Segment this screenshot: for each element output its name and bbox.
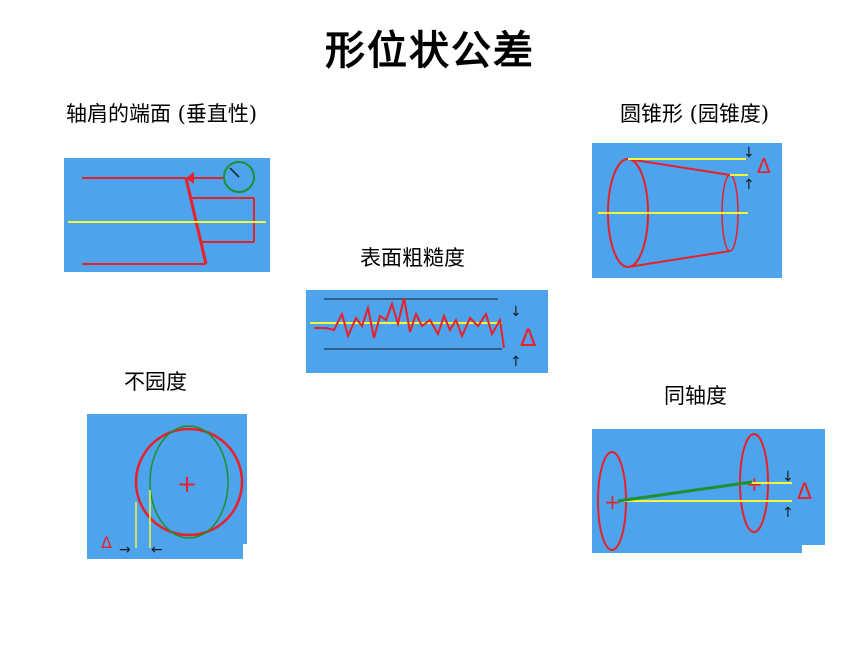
coaxiality-diagram: + + ↓ ↑ Δ bbox=[592, 429, 825, 553]
arrow-down-icon: ↓ bbox=[743, 145, 755, 161]
arrow-down-icon: ↓ bbox=[782, 469, 794, 485]
plus-icon: + bbox=[177, 470, 197, 498]
cone-diagram: ↓ ↑ Δ bbox=[592, 143, 782, 278]
plus-icon: + bbox=[604, 490, 621, 514]
delta-icon: Δ bbox=[101, 533, 112, 552]
label-coaxiality: 同轴度 bbox=[664, 384, 727, 408]
roundness-diagram: + Δ → ← bbox=[87, 414, 247, 559]
delta-icon: Δ bbox=[520, 324, 537, 352]
label-roundness: 不园度 bbox=[124, 370, 187, 394]
delta-icon: Δ bbox=[757, 154, 771, 178]
arrow-up-icon: ↑ bbox=[782, 505, 794, 521]
arrow-down-icon: ↓ bbox=[510, 304, 522, 320]
arrow-left-icon: ← bbox=[151, 542, 163, 558]
page-title: 形位状公差 bbox=[325, 27, 535, 74]
arrow-up-icon: ↑ bbox=[743, 177, 755, 193]
arrow-up-icon: ↑ bbox=[510, 354, 522, 370]
label-shoulder-face: 轴肩的端面 (垂直性) bbox=[66, 102, 258, 126]
shoulder-face-diagram bbox=[64, 158, 270, 272]
label-cone: 圆锥形 (园锥度) bbox=[620, 102, 770, 126]
delta-icon: Δ bbox=[797, 480, 812, 505]
arrow-right-icon: → bbox=[119, 542, 131, 558]
roughness-diagram: ↓ ↑ Δ bbox=[306, 290, 548, 373]
label-roughness: 表面粗糙度 bbox=[360, 246, 465, 270]
